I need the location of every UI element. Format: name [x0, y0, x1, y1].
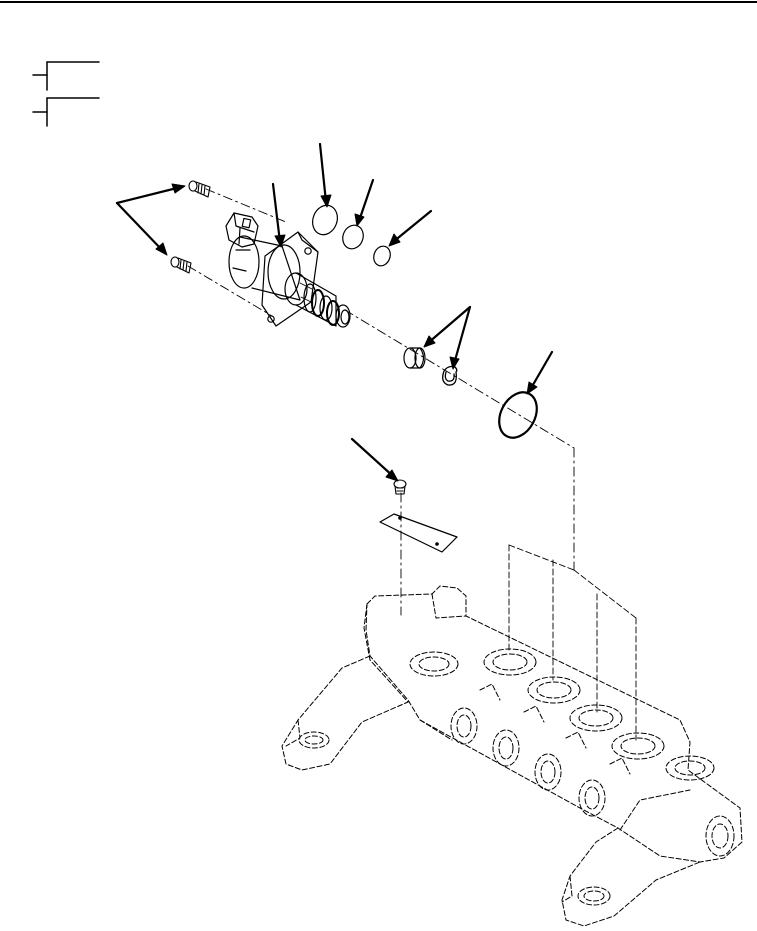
valve-manifold-housing	[281, 585, 743, 927]
port-o-ring	[498, 391, 538, 439]
callout-bracket-1	[32, 61, 100, 91]
plate-screw	[393, 479, 407, 495]
o-ring-small	[373, 245, 391, 267]
leader-arrow-oring-medium	[354, 178, 375, 227]
leader-arrows	[115, 142, 554, 482]
leader-arrow-plate-screw	[350, 437, 399, 482]
mounting-screw-lower	[170, 256, 192, 274]
callout-bracket-2	[32, 97, 100, 127]
port-hidden-leaders	[508, 544, 637, 741]
leader-arrow-oring-small	[388, 209, 433, 247]
leader-arrow-oring-large	[318, 142, 332, 208]
leader-arrow-valve	[271, 182, 286, 248]
leader-arrow-plug-ring	[423, 305, 472, 370]
snap-ring	[442, 365, 458, 386]
identification-plate	[379, 513, 458, 553]
solenoid-valve	[225, 212, 351, 328]
leader-arrow-screws	[115, 183, 186, 256]
mounting-screw-upper	[188, 180, 211, 198]
o-ring-medium	[342, 224, 364, 250]
assembly-centerlines	[187, 188, 575, 616]
plug	[403, 347, 426, 369]
o-ring-large	[312, 204, 338, 236]
leader-arrow-port-oring	[526, 350, 554, 395]
